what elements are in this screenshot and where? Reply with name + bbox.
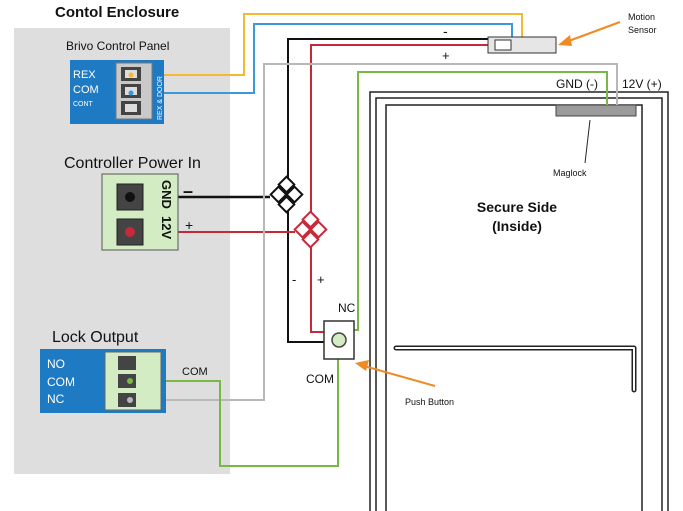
push-button-com: COM	[306, 372, 334, 386]
lock-terminal-com: COM	[47, 375, 75, 389]
motion-sensor-label-2: Sensor	[628, 25, 657, 35]
motion-sensor-label: Motion	[628, 12, 655, 22]
power-title: Controller Power In	[64, 155, 201, 172]
enclosure-title: Contol Enclosure	[55, 4, 179, 21]
wire-green	[133, 352, 339, 467]
maglock-pointer	[584, 119, 591, 164]
power-gnd-label: GND	[159, 180, 174, 209]
panel-side-label: REX & DOOR	[157, 76, 164, 120]
red-junction	[293, 210, 328, 249]
maglock	[555, 104, 637, 117]
push-button	[323, 320, 355, 360]
push-button-plus: +	[317, 272, 325, 287]
power-plus: +	[185, 217, 193, 233]
push-button-knob	[331, 332, 347, 348]
power-12v-label: 12V	[159, 216, 174, 239]
lock-terminal-no: NO	[47, 357, 65, 371]
black-junction	[269, 175, 304, 214]
power-minus: –	[183, 181, 193, 201]
secure-side-sublabel: (Inside)	[492, 218, 542, 234]
door-frame	[369, 91, 669, 511]
panel-terminal-cont: CONT	[73, 101, 94, 108]
push-button-minus: -	[292, 272, 296, 287]
lock-terminal-nc: NC	[47, 392, 65, 406]
gnd-label: GND (-)	[556, 77, 598, 91]
push-button-nc: NC	[338, 301, 356, 315]
motion-sensor-minus: -	[443, 23, 448, 39]
panel-title: Brivo Control Panel	[66, 39, 169, 53]
lock-com-wire-label: COM	[182, 366, 208, 378]
motion-sensor-plus: +	[442, 48, 450, 63]
wire-blue	[133, 23, 513, 94]
12v-label: 12V (+)	[622, 77, 662, 91]
panel-terminal-rex: REX	[73, 69, 96, 81]
secure-side-label: Secure Side	[477, 199, 557, 215]
motion-sensor-arrow	[565, 21, 621, 43]
wire-yellow	[133, 13, 523, 76]
push-button-arrow	[363, 365, 436, 387]
maglock-label: Maglock	[553, 168, 587, 178]
panel-terminal-com: COM	[73, 84, 99, 96]
push-button-label: Push Button	[405, 397, 454, 407]
door-handle	[393, 345, 637, 393]
lock-output-title: Lock Output	[52, 329, 139, 346]
